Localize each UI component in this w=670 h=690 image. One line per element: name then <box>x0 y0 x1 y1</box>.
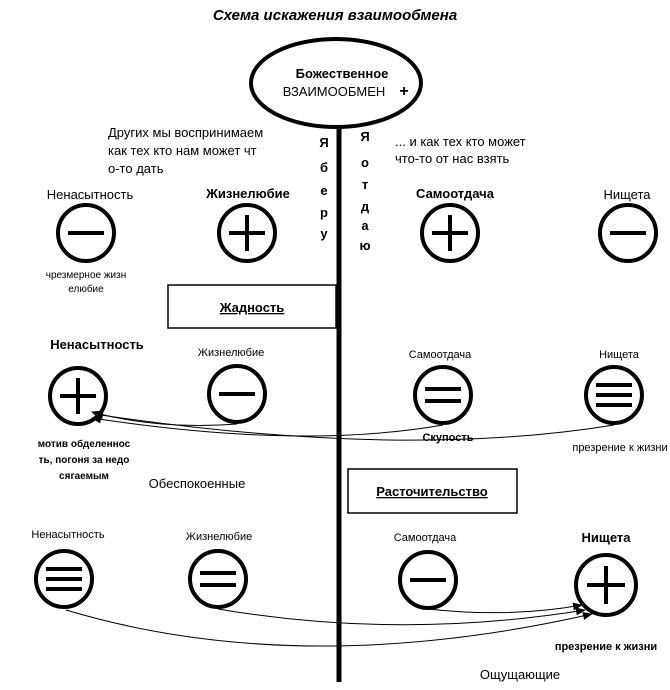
row2-label-self-giving: Самоотдача <box>409 349 472 361</box>
row3-label-love-of-life: Жизнелюбие <box>186 531 252 543</box>
row1-label-poverty: Нищета <box>603 187 651 202</box>
triple-line-circle-icon <box>34 549 94 609</box>
row2-note-contempt: презрение к жизни <box>572 442 667 454</box>
row1-label-self-giving: Самоотдача <box>416 186 495 201</box>
plus-circle-icon <box>217 203 277 263</box>
arrow-love-to-poverty <box>217 607 586 626</box>
row2-note-left-line: ть, погоня за недо <box>39 455 130 466</box>
row3-caption: Ощущающие <box>480 667 560 682</box>
plus-circle-icon <box>574 553 638 617</box>
row2-note-left-line: мотив обделеннос <box>38 438 131 450</box>
row3-label-poverty: Нищета <box>581 530 631 545</box>
plus-circle-icon <box>48 366 108 426</box>
divine-exchange-line1: Божественное <box>296 66 389 81</box>
row2-note-left: мотив обделеннос ть, погоня за недо сяга… <box>38 438 131 482</box>
row2-label-insatiability: Ненасытность <box>50 337 144 352</box>
divine-exchange-sign: + <box>399 83 408 100</box>
axis-give-letter: д <box>361 199 370 214</box>
minus-circle-icon <box>207 364 267 424</box>
greed-box-label: Жадность <box>219 300 285 315</box>
row2-label-poverty: Нищета <box>599 349 640 361</box>
row3-label-insatiability: Ненасытность <box>31 529 104 541</box>
axis-take-letter: б <box>320 160 328 175</box>
axis-give-letter: Я <box>360 129 369 144</box>
wastefulness-box <box>347 468 518 514</box>
row1-label-love-of-life: Жизнелюбие <box>205 186 290 201</box>
divine-exchange-ellipse <box>249 37 423 129</box>
diagram-title: Схема искажения взаимообмена <box>213 7 457 24</box>
arrow-poverty-to-insatiability <box>93 411 615 441</box>
axis-give-letter: а <box>361 218 369 233</box>
right-caption: ... и как тех кто может что-то от нас вз… <box>395 134 526 166</box>
plus-circle-icon <box>420 203 480 263</box>
axis-take-letter: Я <box>319 135 328 150</box>
axis-take-letter: у <box>320 226 328 241</box>
left-caption: Других мы воспринимаем как тех кто нам м… <box>108 125 263 176</box>
left-caption-line: Других мы воспринимаем <box>108 125 263 140</box>
right-caption-line: что-то от нас взять <box>395 151 510 166</box>
row1-note-line: чрезмерное жизн <box>46 270 127 281</box>
axis-take-letter: р <box>320 205 328 220</box>
minus-circle-icon <box>598 203 658 263</box>
double-line-circle-icon <box>413 365 473 425</box>
double-line-circle-icon <box>188 549 248 609</box>
axis-give-letter: о <box>361 155 369 170</box>
minus-circle-icon <box>398 550 458 610</box>
row2-note-stinginess: Скупость <box>422 432 473 444</box>
left-caption-line: как тех кто нам может чт <box>108 143 257 158</box>
arrow-insatiability-to-poverty <box>65 609 593 647</box>
row1-label-insatiability: Ненасытность <box>47 187 134 202</box>
row2-label-love-of-life: Жизнелюбие <box>198 347 264 359</box>
axis-take-letter: е <box>320 183 327 198</box>
triple-line-circle-icon <box>584 365 644 425</box>
axis-give-letter: ю <box>359 238 370 253</box>
axis-label-give: Я о т д а ю <box>359 129 370 253</box>
wastefulness-box-label: Расточительство <box>376 484 488 499</box>
greed-box <box>167 284 337 329</box>
axis-give-letter: т <box>362 177 368 192</box>
row2-caption: Обеспокоенные <box>149 476 246 491</box>
left-caption-line: о-то дать <box>108 161 164 176</box>
arrow-self-giving-to-poverty <box>427 602 583 614</box>
row1-note-line: елюбие <box>68 283 104 295</box>
minus-circle-icon <box>56 203 116 263</box>
row3-label-self-giving: Самоотдача <box>394 532 457 544</box>
row3-note-contempt: презрение к жизни <box>555 641 657 653</box>
row2-note-left-line: сягаемым <box>59 471 109 482</box>
axis-label-take: Я б е р у <box>319 135 328 241</box>
right-caption-line: ... и как тех кто может <box>395 134 526 149</box>
divine-exchange-line2: ВЗАИМООБМЕН <box>283 84 386 99</box>
